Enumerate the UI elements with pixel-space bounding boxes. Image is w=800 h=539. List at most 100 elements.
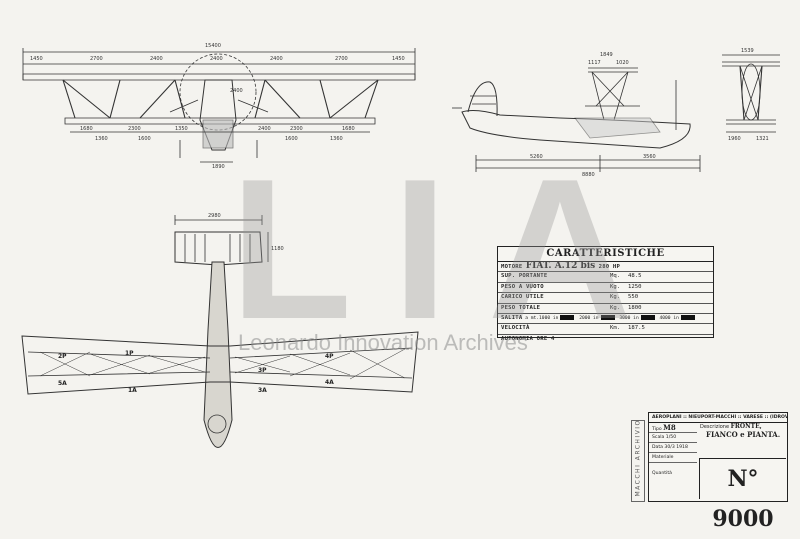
specs-row-unit: Kg. xyxy=(610,294,621,301)
dim-label: 1890 xyxy=(212,164,225,170)
salita-4000: 4000 in xyxy=(659,315,679,321)
dim-label: 1680 xyxy=(80,126,93,132)
dim-label: 1450 xyxy=(30,56,43,62)
dim-label: 1539 xyxy=(741,48,754,54)
specs-row-velocita: VELOCITÀ Km. 187.5 xyxy=(498,324,713,335)
motore-label: MOTORE xyxy=(501,264,523,270)
dim-label: 1350 xyxy=(175,126,188,132)
dim-label: 2400 xyxy=(230,88,243,94)
scala-field: Scala 1/50 xyxy=(649,433,697,443)
dim-label: 1321 xyxy=(756,136,769,142)
technical-drawing: 15400 1450 2700 2400 2400 2400 2700 1450… xyxy=(21,43,780,448)
specs-row-value: 550 xyxy=(628,294,639,301)
specs-row-salita: SALITA a mt.1000 in 2000 in 3000 in 4000… xyxy=(498,314,713,325)
salita-2000: 2000 in xyxy=(579,315,599,321)
motore-value: FIAT. A.12 bis xyxy=(525,261,596,271)
watermark-text: Leonardo Innovation Archives xyxy=(238,330,528,355)
front-span-label: 15400 xyxy=(205,43,221,49)
plan-view-labels: 2980 1180 2P 1P 3P 4P 5A 1A 3A 4A xyxy=(58,213,334,394)
wing-panel-label: 1P xyxy=(125,350,134,357)
specs-row-value: 48.5 xyxy=(628,273,642,280)
specs-row: PESO TOTALE Kg. 1800 xyxy=(498,304,713,314)
quantita-field: Quantità xyxy=(652,471,672,476)
specs-row-motore: MOTORE FIAT. A.12 bis 280 HP xyxy=(498,261,713,273)
company-name: AEROPLANI :: NIEUPORT-MACCHI :: VARESE :… xyxy=(649,413,787,423)
redacted-block xyxy=(560,314,575,320)
redacted-block xyxy=(640,314,655,320)
dim-label: 1600 xyxy=(285,136,298,142)
tipo-label: Tipo xyxy=(652,427,662,432)
desc-line-2: FIANCO e PIANTA. xyxy=(706,430,781,439)
wing-panel-label: 3P xyxy=(258,367,267,374)
wing-panel-label: 4A xyxy=(325,379,334,386)
drawing-sheet: 15400 1450 2700 2400 2400 2400 2700 1450… xyxy=(21,43,788,532)
dim-label: 2400 xyxy=(210,56,223,62)
wing-panel-label: 1A xyxy=(128,387,137,394)
specs-row: PESO A VUOTO Kg. 1250 xyxy=(498,283,713,294)
specs-title: CARATTERISTICHE xyxy=(498,247,713,262)
dim-label: 1849 xyxy=(600,52,613,58)
dim-label: 2980 xyxy=(208,213,221,219)
wing-panel-label: 2P xyxy=(58,353,67,360)
watermark-letters: LIA xyxy=(230,138,673,361)
dim-label: 1450 xyxy=(392,56,405,62)
specs-row-unit: Kg. xyxy=(610,304,621,311)
specs-row-label: PESO A VUOTO xyxy=(501,283,544,290)
dim-label: 1180 xyxy=(271,246,284,252)
dim-label: 8880 xyxy=(582,172,595,178)
archive-stamp: MACCHI ARCHIVIO xyxy=(631,419,645,502)
desc-line-1: FRONTE, xyxy=(730,423,762,430)
materiale-field: Materiale xyxy=(649,453,697,463)
tipo-value: M8 xyxy=(663,423,676,432)
specs-row-label: CARICO UTILE xyxy=(501,294,544,301)
specs-row: SUP. PORTANTE Mq. 48.5 xyxy=(498,272,713,283)
dim-label: 2300 xyxy=(290,126,303,132)
velocita-unit: Km. xyxy=(610,325,621,332)
dim-label: 1600 xyxy=(138,136,151,142)
dim-label: 2400 xyxy=(150,56,163,62)
velocita-value: 187.5 xyxy=(628,325,645,332)
specs-table: CARATTERISTICHE MOTORE FIAT. A.12 bis 28… xyxy=(497,246,714,342)
redacted-block xyxy=(680,314,695,320)
salita-1000: a mt.1000 in xyxy=(525,315,559,321)
dim-label: 2300 xyxy=(128,126,141,132)
wing-panel-label: 5A xyxy=(58,380,67,387)
drawing-number: N° 9000 xyxy=(699,458,786,532)
motore-hp: 280 HP xyxy=(598,264,621,270)
specs-row: CARICO UTILE Kg. 550 xyxy=(498,293,713,304)
dim-label: 1680 xyxy=(342,126,355,132)
title-block: AEROPLANI :: NIEUPORT-MACCHI :: VARESE :… xyxy=(648,412,788,532)
side-view-dimensions: 8880 5260 3560 1849 1117 1020 xyxy=(530,52,656,178)
autonomia-label: AUTONOMIA ORE 4 xyxy=(501,335,555,342)
dim-label: 1117 xyxy=(588,60,601,66)
dim-label: 1960 xyxy=(728,136,741,142)
tipo-field: Tipo M8 xyxy=(649,423,697,433)
wing-panel-label: 4P xyxy=(325,353,334,360)
specs-row-value: 1800 xyxy=(628,304,642,311)
dim-label: 1360 xyxy=(330,136,343,142)
dim-label: 2400 xyxy=(258,126,271,132)
specs-row-label: PESO TOTALE xyxy=(501,304,541,311)
dim-label: 1360 xyxy=(95,136,108,142)
dim-label: 2400 xyxy=(270,56,283,62)
dim-label: 2700 xyxy=(335,56,348,62)
dim-label: 5260 xyxy=(530,154,543,160)
specs-row-unit: Mq. xyxy=(610,273,621,280)
dim-label: 2700 xyxy=(90,56,103,62)
specs-row-autonomia: AUTONOMIA ORE 4 xyxy=(498,335,713,344)
specs-row-unit: Kg. xyxy=(610,283,621,290)
velocita-label: VELOCITÀ xyxy=(501,325,530,332)
archive-stamp-text: MACCHI ARCHIVIO xyxy=(634,419,642,497)
salita-label: SALITA xyxy=(501,314,523,321)
front-view-dimensions: 15400 1450 2700 2400 2400 2400 2700 1450… xyxy=(30,43,405,170)
description-field: Descrizione FRONTE, FIANCO e PIANTA. xyxy=(700,423,785,438)
specs-row-label: SUP. PORTANTE xyxy=(501,273,548,280)
data-field: Data 30/3 1918 xyxy=(649,443,697,453)
salita-3000: 3000 in xyxy=(619,315,639,321)
desc-label: Descrizione xyxy=(700,424,730,430)
wing-panel-label: 3A xyxy=(258,387,267,394)
dim-label: 1020 xyxy=(616,60,629,66)
redacted-block xyxy=(600,314,615,320)
specs-row-value: 1250 xyxy=(628,283,642,290)
end-view-dimensions: 1539 1960 1321 xyxy=(728,48,769,142)
